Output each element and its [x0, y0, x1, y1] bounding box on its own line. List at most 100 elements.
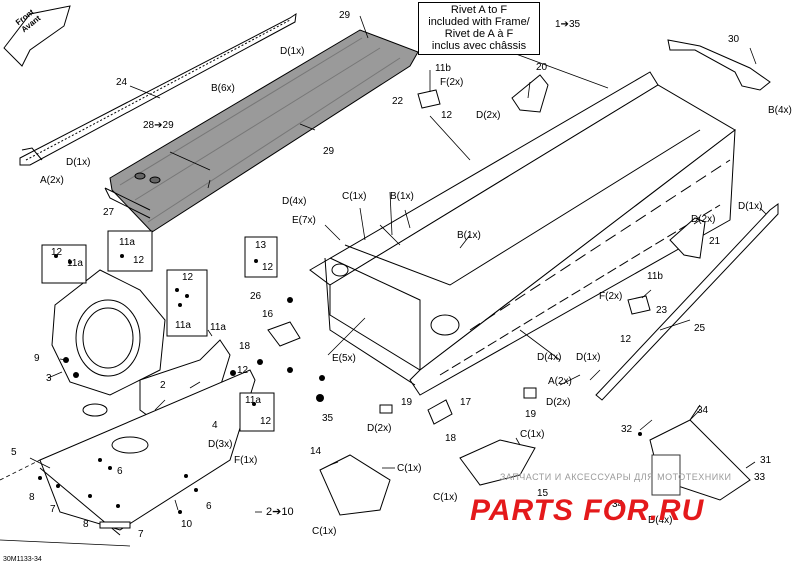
callout-B6x: B(6x) [211, 83, 235, 94]
callout-D3x: D(3x) [208, 439, 233, 450]
callout-D4x: D(4x) [282, 196, 307, 207]
callout-21: 21 [709, 236, 721, 247]
callout-D1x-r2: D(1x) [576, 352, 601, 363]
detail-box-13-12 [244, 236, 278, 278]
callout-8-a: 8 [29, 492, 35, 503]
callout-D1x-left: D(1x) [66, 157, 91, 168]
note-line-3: Rivet de A à F [444, 28, 514, 40]
bracket-14 [319, 454, 391, 516]
callout-D2x-r2: D(2x) [546, 397, 571, 408]
callout-23: 23 [656, 305, 668, 316]
callout-A2x-r: A(2x) [548, 376, 572, 387]
callout-12-r: 12 [620, 334, 632, 345]
note-line-2: included with Frame/ [428, 16, 530, 28]
callout-F2x-r: F(2x) [599, 291, 623, 302]
clip-22 [417, 89, 441, 109]
callout-25: 25 [694, 323, 706, 334]
callout-C1x-a: C(1x) [397, 463, 422, 474]
callout-12-b: 12 [133, 255, 145, 266]
callout-B1x: B(1x) [390, 191, 414, 202]
gusset-21 [669, 217, 706, 259]
callout-24: 24 [116, 77, 128, 88]
callout-19-b: 19 [525, 409, 537, 420]
callout-C1x: C(1x) [342, 191, 367, 202]
callout-26: 26 [250, 291, 262, 302]
callout-2: 2 [160, 380, 166, 391]
detail-box-12-11a-center [166, 269, 208, 337]
callout-C1x-b: C(1x) [312, 526, 337, 537]
callout-B1x-b: B(1x) [457, 230, 481, 241]
bracket-15 [459, 439, 536, 486]
callout-11a-e: 11a [245, 395, 261, 406]
callout-D2x-r: D(2x) [691, 214, 716, 225]
slide-rail-right [595, 203, 779, 401]
callout-6-a: 6 [117, 466, 123, 477]
callout-E5x: E(5x) [332, 353, 356, 364]
callout-11a-c: 11a [175, 320, 191, 331]
callout-20: 20 [536, 62, 548, 73]
callout-30: 30 [728, 34, 740, 45]
callout-B4x-right: B(4x) [768, 105, 792, 116]
callout-32: 32 [621, 424, 633, 435]
detail-box-11a-12 [107, 230, 153, 272]
callout-34: 34 [697, 405, 709, 416]
callout-13: 13 [255, 240, 267, 251]
callout-7-b: 7 [138, 529, 144, 540]
callout-D4x-c: D(4x) [648, 515, 673, 526]
callout-D1x-r: D(1x) [738, 201, 763, 212]
diagram-reference-code: 30M1133-34 [3, 556, 42, 563]
callout-17: 17 [460, 397, 472, 408]
callout-12-e: 12 [237, 365, 249, 376]
callout-18: 18 [239, 341, 251, 352]
tunnel-frame [309, 71, 736, 396]
rivet-note-box: Rivet A to F included with Frame/ Rivet … [418, 2, 540, 55]
callout-D1x-top: D(1x) [280, 46, 305, 57]
callout-8-b: 8 [83, 519, 89, 530]
callout-C1x-d: C(1x) [433, 492, 458, 503]
mesh-sheet [104, 29, 419, 233]
callout-C1x-c: C(1x) [520, 429, 545, 440]
callout-6-b: 6 [206, 501, 212, 512]
watermark-logo: PARTS FOR.RU [470, 494, 705, 527]
callout-11b-top: 11b [435, 63, 451, 74]
callout-7-a: 7 [50, 504, 56, 515]
callout-29: 29 [339, 10, 351, 21]
callout-10: 10 [181, 519, 193, 530]
callout-31: 31 [760, 455, 772, 466]
callout-2-to-10: 2➔10 [266, 506, 294, 518]
note-line-1: Rivet A to F [450, 4, 508, 16]
callout-28-to-29: 28➔29 [143, 120, 174, 131]
front-arrow-icon [3, 5, 71, 67]
callout-F1x: F(1x) [234, 455, 258, 466]
callout-22: 22 [392, 96, 404, 107]
callout-18-b: 18 [445, 433, 457, 444]
callout-A2x-left: A(2x) [40, 175, 64, 186]
watermark-caption: ЗАПЧАСТИ И АКСЕССУАРЫ ДЛЯ МОТОТЕХНИКИ [500, 472, 732, 482]
callout-34-b: 34 [612, 499, 624, 510]
callout-12-top: 12 [441, 110, 453, 121]
callout-19: 19 [401, 397, 413, 408]
front-bulkhead [51, 269, 166, 396]
callout-11a-a: 11a [67, 258, 83, 269]
callout-12-a: 12 [51, 247, 63, 258]
callout-12-c: 12 [262, 262, 274, 273]
callout-D2x-m: D(2x) [367, 423, 392, 434]
callout-11a-b: 11a [119, 237, 135, 248]
note-line-4: inclus avec châssis [431, 40, 527, 52]
callout-9: 9 [34, 353, 40, 364]
callout-29b: 29 [323, 146, 335, 157]
callout-11a-d: 11a [210, 322, 226, 333]
callout-D2x-top: D(2x) [476, 110, 501, 121]
callout-F2x-top: F(2x) [440, 77, 464, 88]
bracket-17 [427, 399, 453, 425]
callout-3: 3 [46, 373, 52, 384]
callout-1-to-35: 1➔35 [555, 19, 581, 30]
gusset-20 [511, 74, 549, 113]
detail-box-12-11a-left [41, 244, 87, 284]
callout-11b-r: 11b [647, 271, 663, 282]
callout-5: 5 [11, 447, 17, 458]
detail-box-11a-12-bottom [239, 392, 275, 432]
clip-23 [627, 295, 651, 315]
callout-35: 35 [322, 413, 334, 424]
